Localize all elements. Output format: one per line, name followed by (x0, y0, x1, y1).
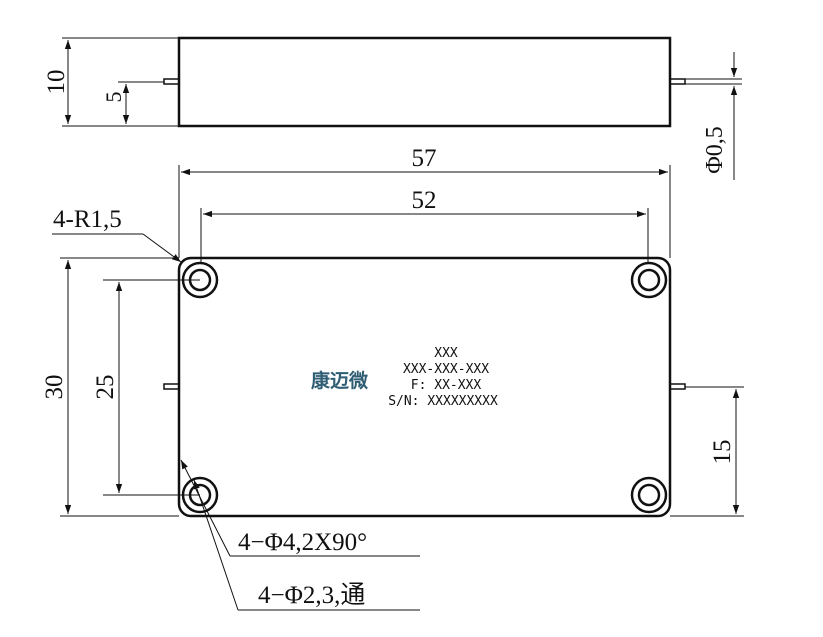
dim-pin-5 (118, 81, 164, 124)
mounting-hole-top-right (630, 261, 668, 299)
dim-text-countersink: 4−Φ4,2X90° (238, 529, 367, 556)
label-line-1: XXX (434, 346, 458, 361)
dim-text-pin-5: 5 (101, 92, 126, 103)
mounting-hole-bottom-right (630, 476, 668, 514)
side-left-pin (163, 78, 180, 85)
dim-text-through-hole: 4−Φ2,3,通 (258, 582, 365, 609)
dim-text-hole-span-25: 25 (92, 375, 119, 400)
dim-hole-span-52 (200, 208, 649, 262)
dim-text-pin-15: 15 (709, 440, 736, 465)
dim-text-corner-radius: 4-R1,5 (53, 206, 122, 233)
dim-text-height-10: 10 (43, 70, 70, 95)
label-logo: 康迈微 (311, 369, 369, 392)
label-plate: 康迈微 XXX XXX-XXX-XXX F: XX-XXX S/N: XXXXX… (311, 346, 498, 409)
dim-width-57 (178, 165, 671, 258)
leader-holes (180, 459, 420, 611)
dim-height-10 (62, 37, 179, 127)
label-line-3: F: XX-XXX (411, 378, 482, 393)
dim-text-pin-diameter: Φ0,5 (702, 126, 728, 174)
dim-pin-15 (670, 386, 744, 517)
dim-height-30 (60, 257, 179, 517)
side-right-pin (669, 78, 686, 85)
dim-text-hole-span-52: 52 (412, 187, 437, 214)
top-left-pin (163, 383, 180, 390)
dim-hole-span-25 (103, 279, 200, 496)
label-line-2: XXX-XXX-XXX (403, 362, 489, 377)
side-view: 10 5 Φ0,5 (43, 36, 742, 180)
leader-corner-radius (52, 233, 182, 263)
top-view: 57 52 4-R1,5 30 25 (41, 145, 744, 611)
side-view-body (177, 36, 672, 128)
top-right-pin (669, 383, 686, 390)
dim-pin-diameter (685, 52, 742, 180)
dim-text-height-30: 30 (41, 375, 68, 400)
label-line-4: S/N: XXXXXXXXX (388, 394, 498, 409)
dim-text-width-57: 57 (412, 145, 437, 172)
